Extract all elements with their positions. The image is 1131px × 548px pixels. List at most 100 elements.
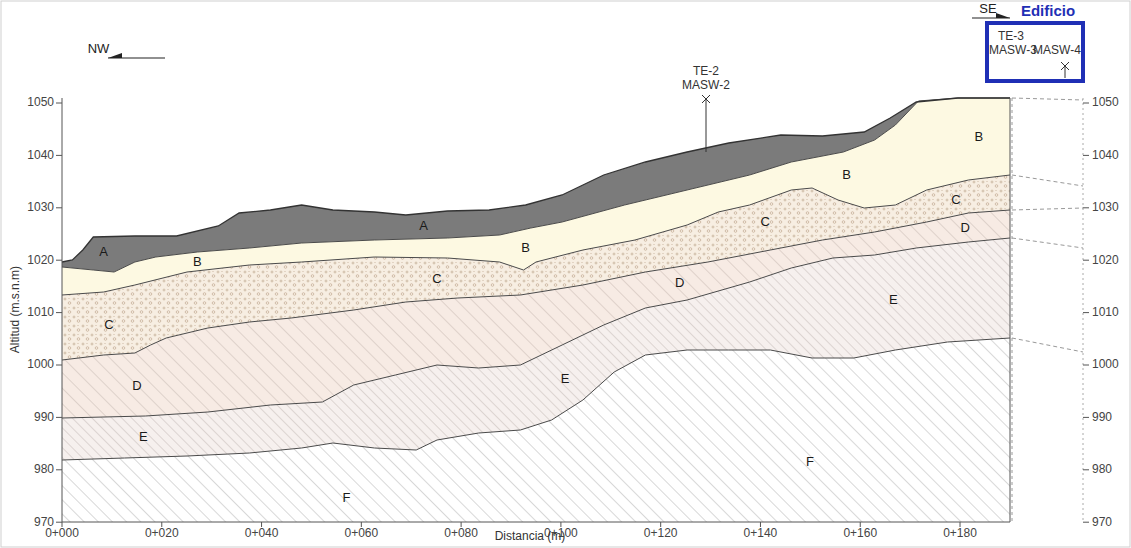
layer-letter: D	[132, 379, 141, 393]
axis-line	[960, 522, 961, 527]
axis-line	[1012, 175, 1083, 186]
tick-label: 1040	[1092, 149, 1119, 162]
test-point-label: TE-2	[693, 65, 719, 78]
layer-letter: C	[104, 318, 113, 332]
layer-letter: E	[561, 372, 570, 386]
axis-line	[1083, 312, 1089, 313]
tick-label: 1020	[1092, 254, 1119, 267]
tick-label: 990	[34, 411, 54, 424]
building-label: Edificio	[1021, 3, 1075, 20]
axis-line	[1012, 338, 1083, 352]
tick-label: 1020	[27, 254, 54, 267]
layer-boundary	[62, 338, 1010, 460]
tick-label: 1000	[27, 358, 54, 371]
axis-line	[56, 260, 62, 261]
axis-line	[1083, 469, 1089, 470]
tick-label: 0+040	[245, 527, 279, 540]
layer-letter: E	[889, 293, 898, 307]
axis-line	[1083, 365, 1089, 366]
tick-label: 0+000	[45, 527, 79, 540]
axis-line	[1083, 155, 1089, 156]
tick-label: 0+060	[344, 527, 378, 540]
layer-letter: B	[521, 241, 530, 255]
axis-line	[1010, 98, 1011, 522]
soil-layer	[62, 338, 1010, 522]
axis-line	[760, 522, 761, 527]
layer-letter: B	[974, 130, 983, 144]
axis-line	[1012, 98, 1013, 522]
layer-letter: B	[193, 255, 202, 269]
axis-line	[560, 522, 561, 527]
layer-letter: B	[842, 168, 851, 182]
axis-line	[361, 522, 362, 527]
tick-label: 980	[1092, 463, 1112, 476]
tick-label: 0+120	[644, 527, 678, 540]
layer-letter: E	[139, 430, 148, 444]
layer-letter: F	[806, 455, 814, 469]
axis-line	[1012, 98, 1083, 100]
layer-boundary	[62, 98, 1010, 262]
direction-label: NW	[88, 42, 110, 56]
layer-letter: C	[761, 215, 770, 229]
layer-letter: C	[951, 193, 960, 207]
tick-label: 970	[1092, 516, 1112, 529]
test-point-label: TE-3	[998, 30, 1024, 43]
axis-line	[461, 522, 462, 527]
layer-letter: D	[675, 276, 684, 290]
axis-line	[62, 522, 1010, 523]
axis-line	[860, 522, 861, 527]
layer-letter: D	[961, 221, 970, 235]
axis-line	[1083, 417, 1089, 418]
direction-label: SE	[979, 2, 996, 16]
axis-line	[56, 207, 62, 208]
axis-line	[56, 522, 62, 523]
axis-title: Distancia (m)	[495, 530, 566, 543]
tick-label: 1010	[27, 306, 54, 319]
axis-line	[62, 98, 63, 522]
tick-label: 1030	[27, 201, 54, 214]
axis-line	[56, 365, 62, 366]
axis-line	[1083, 207, 1089, 208]
tick-label: 1030	[1092, 201, 1119, 214]
tick-label: 1050	[1092, 96, 1119, 109]
axis-line	[660, 522, 661, 527]
layer-boundary	[62, 98, 1010, 272]
axis-line	[56, 312, 62, 313]
test-point-label: MASW-4	[1033, 44, 1081, 57]
tick-label: 0+020	[145, 527, 179, 540]
tick-label: 0+140	[744, 527, 778, 540]
test-point-label: MASW-3	[989, 44, 1037, 57]
axis-line	[261, 522, 262, 527]
axis-line	[1012, 208, 1083, 210]
axis-line	[1083, 98, 1084, 522]
axis-line	[56, 417, 62, 418]
layer-letter: C	[432, 272, 441, 286]
axis-line	[56, 103, 62, 104]
axis-line	[1083, 260, 1089, 261]
tick-label: 1000	[1092, 358, 1119, 371]
axis-title: Altitud (m.s.n.m)	[9, 266, 22, 353]
axis-line	[56, 155, 62, 156]
axis-line	[1083, 522, 1089, 523]
layer-boundary	[62, 175, 1010, 295]
axis-line	[1012, 238, 1083, 248]
layer-boundary	[62, 210, 1010, 360]
tick-label: 1050	[27, 96, 54, 109]
tick-label: 0+080	[444, 527, 478, 540]
axis-line	[1083, 103, 1089, 104]
tick-label: 0+160	[843, 527, 877, 540]
tick-label: 990	[1092, 411, 1112, 424]
layer-letter: A	[419, 219, 428, 233]
axis-line	[62, 522, 63, 527]
tick-label: 1040	[27, 149, 54, 162]
tick-label: 1010	[1092, 306, 1119, 319]
tick-label: 0+180	[943, 527, 977, 540]
layer-boundary	[62, 238, 1010, 418]
tick-label: 980	[34, 463, 54, 476]
test-point-label: MASW-2	[682, 79, 730, 92]
layer-letter: A	[99, 245, 108, 259]
axis-line	[56, 469, 62, 470]
axis-line	[161, 522, 162, 527]
